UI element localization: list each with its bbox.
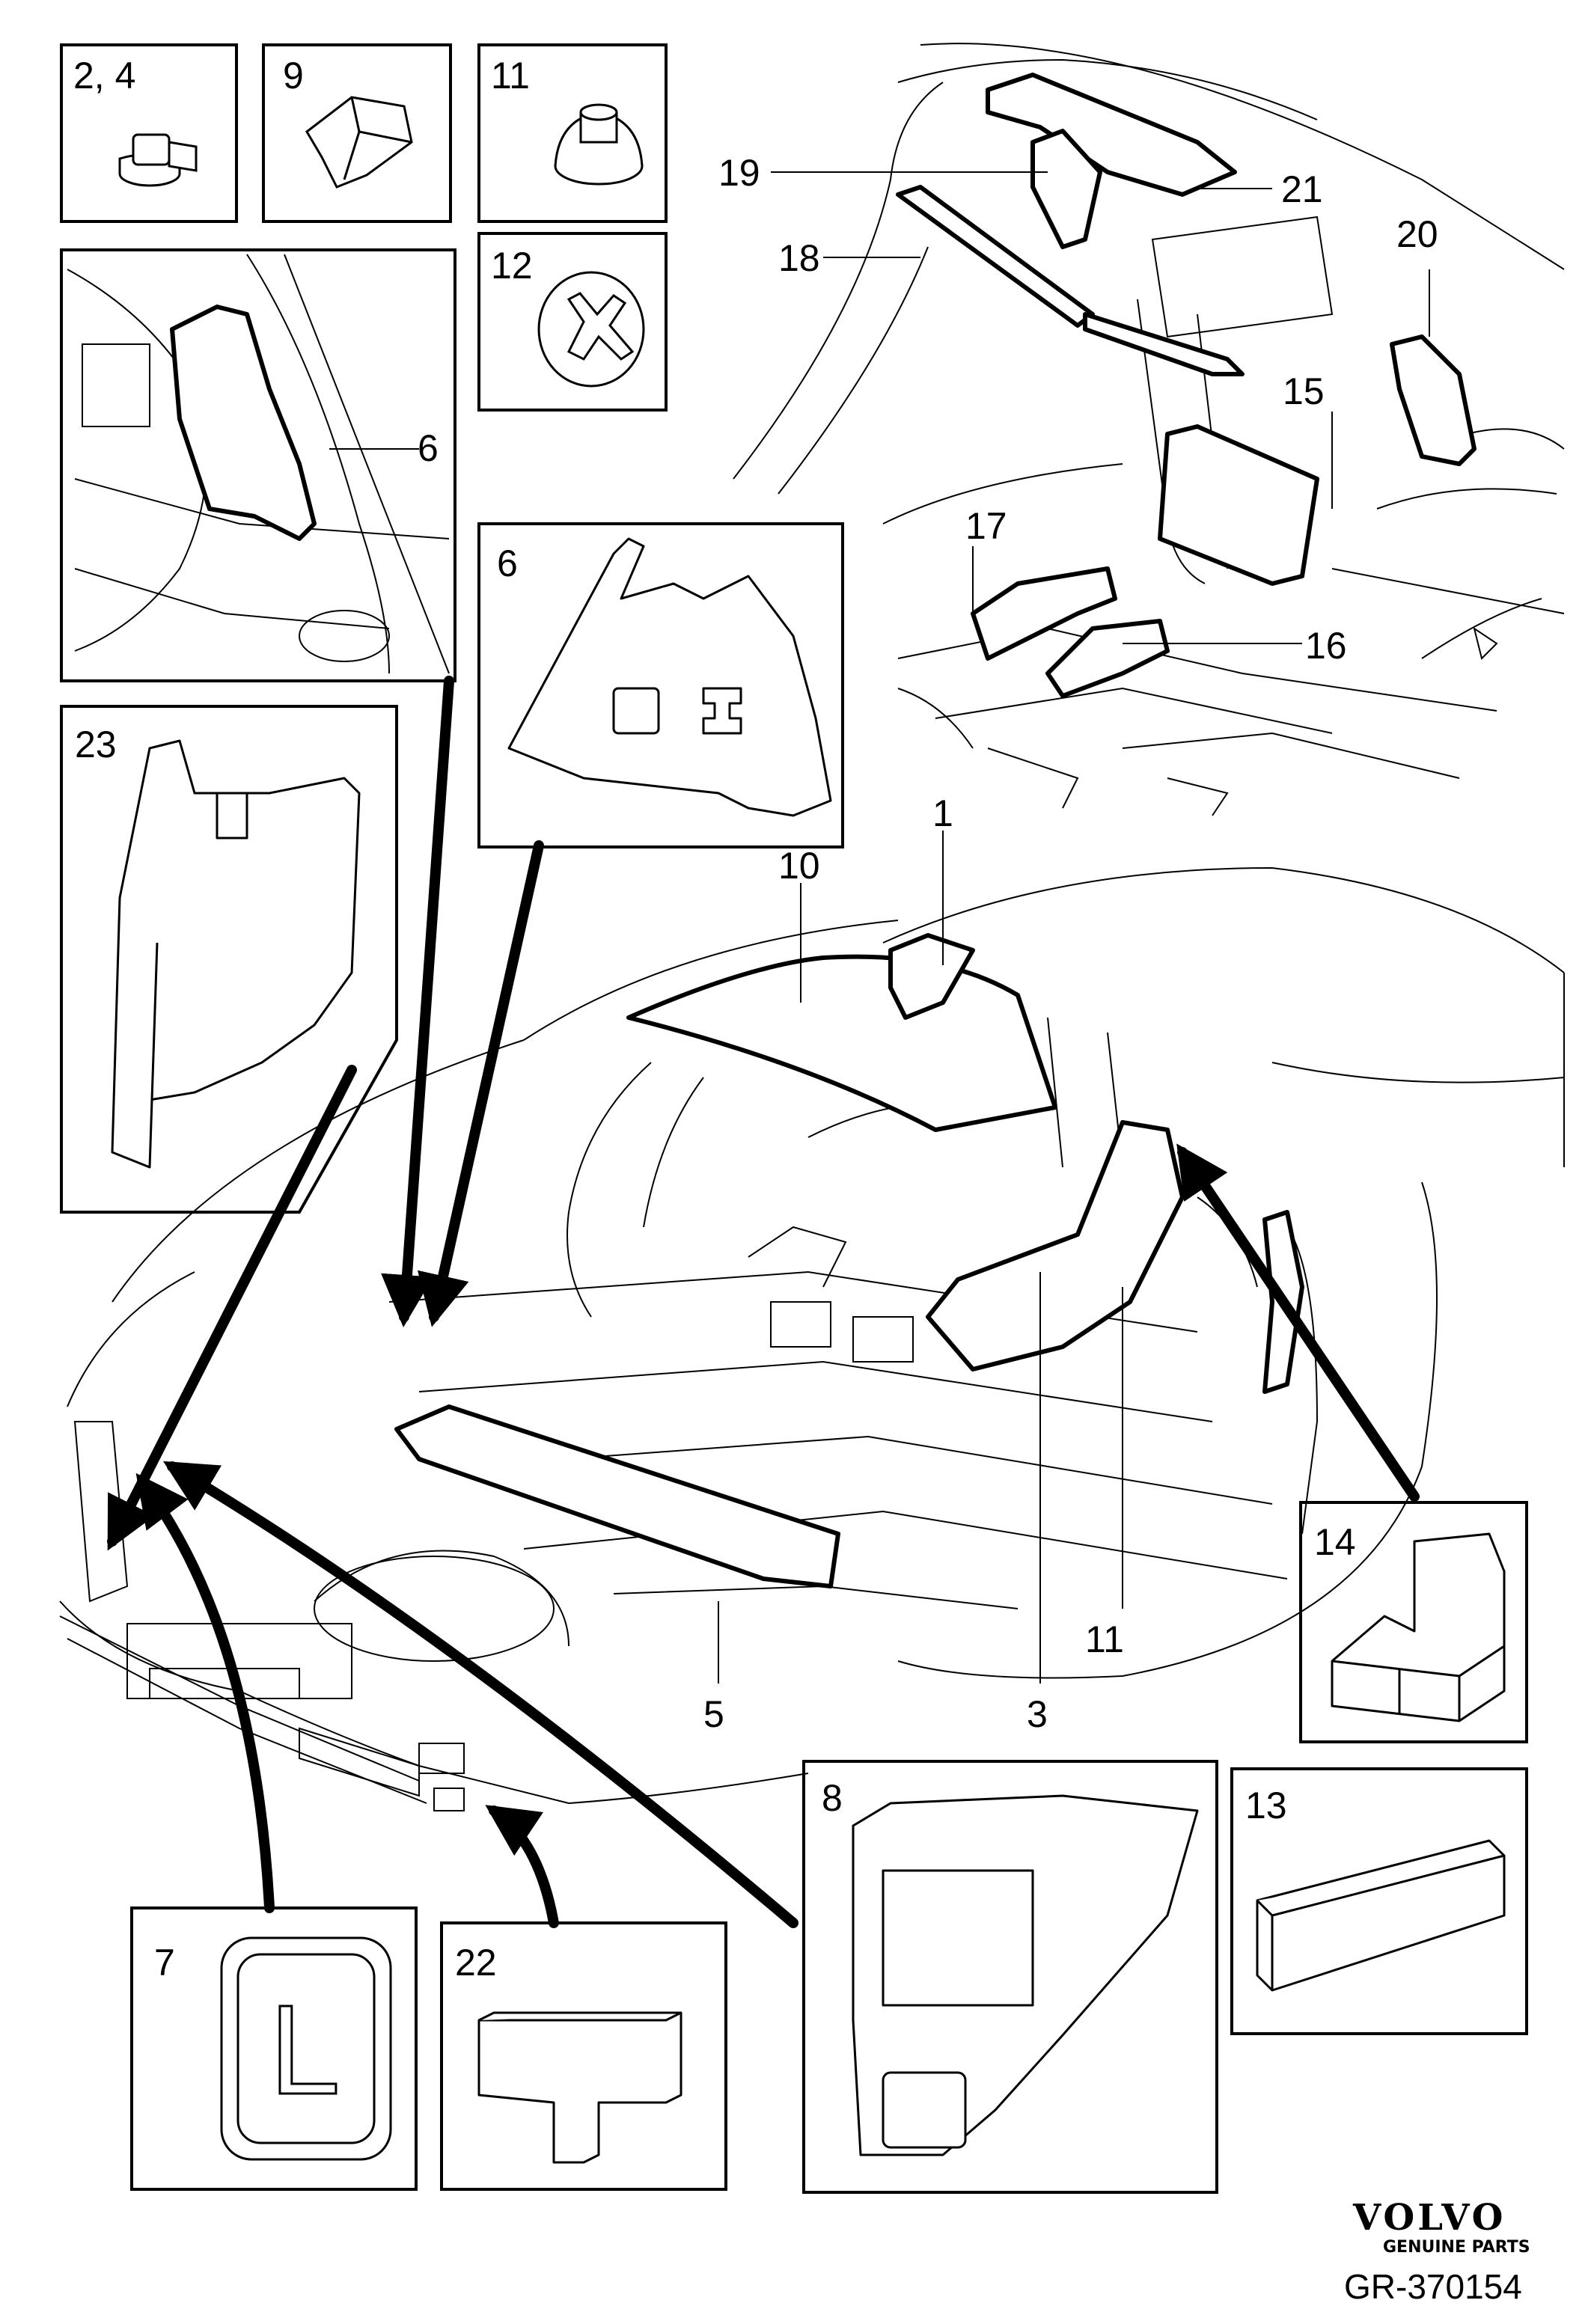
box-9-frame	[262, 43, 452, 223]
callout-21: 21	[1281, 168, 1323, 210]
grommet-part	[537, 271, 645, 388]
callout-1: 1	[932, 792, 953, 834]
volvo-logo: VOLVO	[1352, 2197, 1506, 2239]
box-9-label: 9	[283, 55, 304, 97]
box-14-label: 14	[1314, 1521, 1356, 1563]
box-12-label: 12	[491, 245, 533, 287]
box-13-label: 13	[1245, 1785, 1287, 1826]
box-13-frame	[1230, 1767, 1528, 2035]
box-11-frame	[477, 43, 668, 223]
callout-18: 18	[778, 237, 820, 279]
box-inset-6-label: 6	[418, 427, 439, 469]
part-18-strip-b	[1083, 312, 1245, 376]
interior-parts	[896, 73, 1477, 698]
box-12-frame	[477, 232, 668, 412]
part-10-panel	[626, 954, 1057, 1132]
callout-20: 20	[1396, 213, 1438, 255]
box-inset-6-frame	[60, 248, 456, 682]
box-2-4-label: 2, 4	[73, 55, 135, 97]
box-6-label: 6	[497, 542, 518, 584]
panel-23-part	[111, 739, 361, 1169]
box-7-label: 7	[154, 1942, 175, 1984]
box-8-frame	[802, 1760, 1218, 2194]
callout-10: 10	[778, 845, 820, 887]
block-22-part	[477, 2011, 682, 2164]
box-labels: 2, 4 9 11 12 6 6 23 14 13 8 7 22	[73, 55, 1356, 1984]
foam-14-part	[1331, 1532, 1506, 1722]
box-23-frame	[60, 705, 398, 1214]
part-16-pad	[1045, 619, 1170, 698]
plug-letter: L	[269, 1979, 341, 2121]
clip-part	[305, 96, 413, 189]
part-3-tunnel	[926, 1120, 1185, 1372]
part-21-panel	[986, 73, 1237, 197]
box-11-label: 11	[491, 55, 530, 97]
box-2-4-frame	[60, 43, 238, 223]
box-14-frame	[1299, 1501, 1528, 1743]
part-5-bar	[394, 1404, 840, 1588]
inset-6-part	[170, 305, 317, 541]
branding: VOLVO GENUINE PARTS GR-370154	[1344, 2197, 1530, 2306]
callout-11: 11	[1085, 1618, 1124, 1660]
callout-16: 16	[1305, 625, 1347, 667]
part-18-strip	[896, 185, 1095, 328]
box-22-label: 22	[455, 1942, 497, 1984]
diagram-reference: GR-370154	[1344, 2267, 1522, 2306]
part-1-panel	[888, 933, 975, 1020]
detail-boxes	[60, 43, 1528, 2194]
callout-5: 5	[703, 1693, 724, 1735]
callout-17: 17	[965, 505, 1007, 547]
plug-7-part	[220, 1936, 392, 2161]
box-6-frame	[477, 522, 844, 848]
pad-13-part	[1256, 1839, 1506, 1992]
arrows	[107, 676, 1420, 1928]
callout-19: 19	[718, 152, 760, 194]
part-19-block	[1030, 129, 1102, 249]
nut-part	[554, 103, 644, 186]
callout-3: 3	[1027, 1693, 1048, 1735]
leader-lines	[329, 171, 1430, 1684]
box-23-label: 23	[75, 724, 117, 765]
callout-15: 15	[1283, 370, 1325, 412]
callouts: 1 10 3 5 11 15 16 17 18 19 20 21	[703, 152, 1438, 1735]
panel-8-part	[852, 1794, 1199, 2156]
part-15-mat	[1158, 424, 1319, 586]
bolt-part	[118, 133, 198, 187]
panel-6-part	[507, 537, 832, 817]
genuine-parts-tagline: GENUINE PARTS	[1383, 2238, 1530, 2257]
interior-view	[733, 43, 1565, 816]
box-22-frame	[440, 1921, 727, 2191]
body-parts	[394, 933, 1304, 1588]
box-8-label: 8	[822, 1777, 843, 1819]
part-17-pad	[971, 566, 1117, 661]
part-20-pad	[1390, 334, 1477, 466]
inset-6-scene	[67, 254, 450, 674]
